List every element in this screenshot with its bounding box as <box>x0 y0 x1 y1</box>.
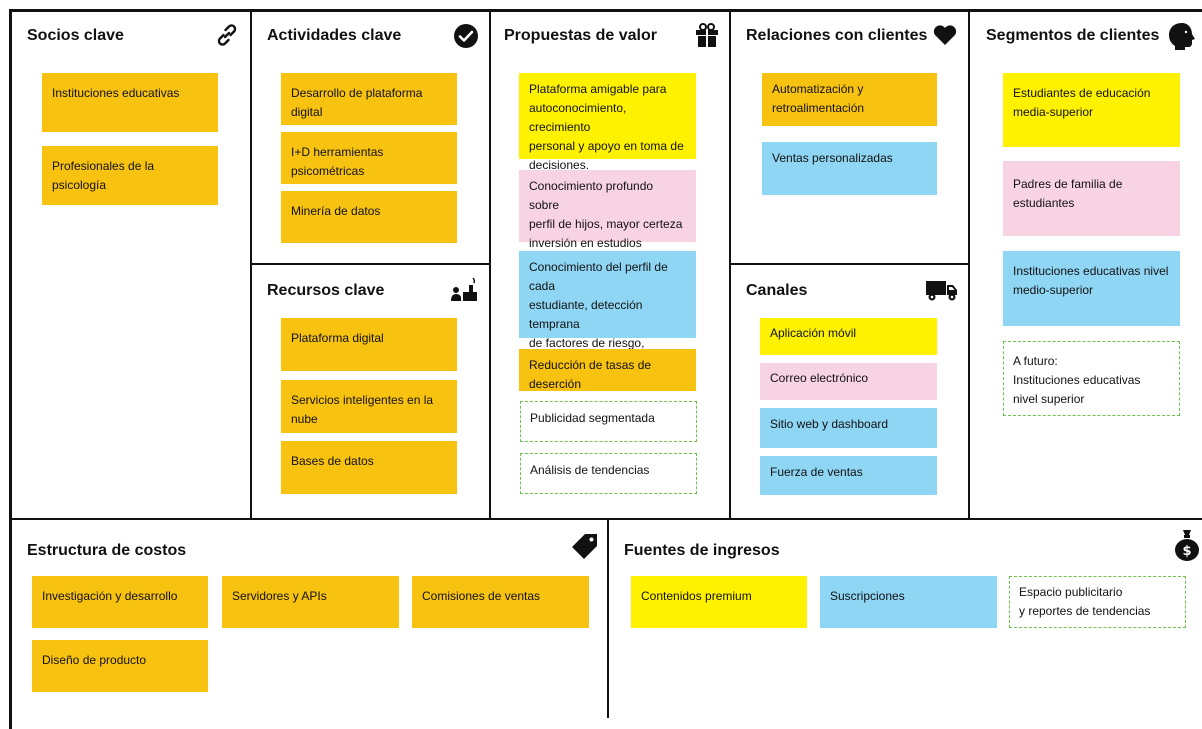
sticky-note: Aplicación móvil <box>760 318 937 355</box>
sticky-note: Ventas personalizadas <box>762 142 937 195</box>
sticky-note: Servicios inteligentes en la nube <box>281 380 457 433</box>
block-title: Fuentes de ingresos <box>624 542 780 559</box>
checkmark-circle-icon <box>454 24 478 48</box>
link-icon <box>217 24 237 46</box>
divider <box>729 10 731 520</box>
block-title: Estructura de costos <box>27 542 187 559</box>
sticky-note: Reducción de tasas de deserción <box>519 349 696 391</box>
sticky-note: Bases de datos <box>281 441 457 494</box>
sticky-note: Diseño de producto <box>32 640 208 692</box>
block-title: Socios clave <box>27 27 124 44</box>
divider <box>9 518 1202 520</box>
sticky-note: Padres de familia de estudiantes <box>1003 161 1180 236</box>
sticky-note: Automatización y retroalimentación <box>762 73 937 126</box>
block-title: Actividades clave <box>267 27 402 44</box>
sticky-note: Instituciones educativas nivel medio-sup… <box>1003 251 1180 326</box>
divider <box>489 10 491 520</box>
heart-icon <box>933 25 957 45</box>
price-tag-icon <box>572 534 597 559</box>
sticky-note: Conocimiento del perfil de cada estudian… <box>519 251 696 388</box>
truck-icon <box>926 281 957 301</box>
block-title: Recursos clave <box>267 282 385 299</box>
svg-text:$: $ <box>1182 544 1191 559</box>
sticky-note: Conocimiento profundo sobre perfil de hi… <box>519 170 696 269</box>
sticky-note: Profesionales de la psicología <box>42 146 218 205</box>
sticky-note: Instituciones educativas <box>42 73 218 132</box>
sticky-note: Suscripciones <box>820 576 997 628</box>
canvas-frame <box>9 9 1202 729</box>
factory-worker-icon <box>451 277 477 301</box>
sticky-note: Fuerza de ventas <box>760 456 937 495</box>
sticky-note: Sitio web y dashboard <box>760 408 937 448</box>
sticky-note: Contenidos premium <box>631 576 807 628</box>
sticky-note: Desarrollo de plataforma digital <box>281 73 457 125</box>
sticky-note-dashed: Publicidad segmentada <box>520 401 697 442</box>
money-bag-icon: $ <box>1175 530 1199 561</box>
sticky-note: Servidores y APIs <box>222 576 399 628</box>
block-title: Segmentos de clientes <box>986 27 1160 44</box>
sticky-note: Correo electrónico <box>760 363 937 400</box>
sticky-note-dashed: A futuro: Instituciones educativas nivel… <box>1003 341 1180 416</box>
gift-icon <box>696 23 718 47</box>
person-head-icon <box>1169 23 1195 50</box>
sticky-note: Plataforma amigable para autoconocimient… <box>519 73 696 172</box>
sticky-note: Plataforma digital <box>281 318 457 371</box>
sticky-note: Minería de datos <box>281 191 457 243</box>
sticky-note-dashed: Análisis de tendencias <box>520 453 697 494</box>
block-title: Propuestas de valor <box>504 27 657 44</box>
sticky-note-dashed: Espacio publicitario y reportes de tende… <box>1009 576 1186 628</box>
divider <box>607 518 609 718</box>
sticky-note: Comisiones de ventas <box>412 576 589 628</box>
divider <box>968 10 970 520</box>
block-title: Relaciones con clientes <box>746 27 928 44</box>
divider <box>729 263 970 265</box>
sticky-note: Investigación y desarrollo <box>32 576 208 628</box>
sticky-note: Estudiantes de educación media-superior <box>1003 73 1180 147</box>
sticky-note: I+D herramientas psicométricas <box>281 132 457 184</box>
block-title: Canales <box>746 282 808 299</box>
divider <box>250 263 491 265</box>
divider <box>250 10 252 520</box>
